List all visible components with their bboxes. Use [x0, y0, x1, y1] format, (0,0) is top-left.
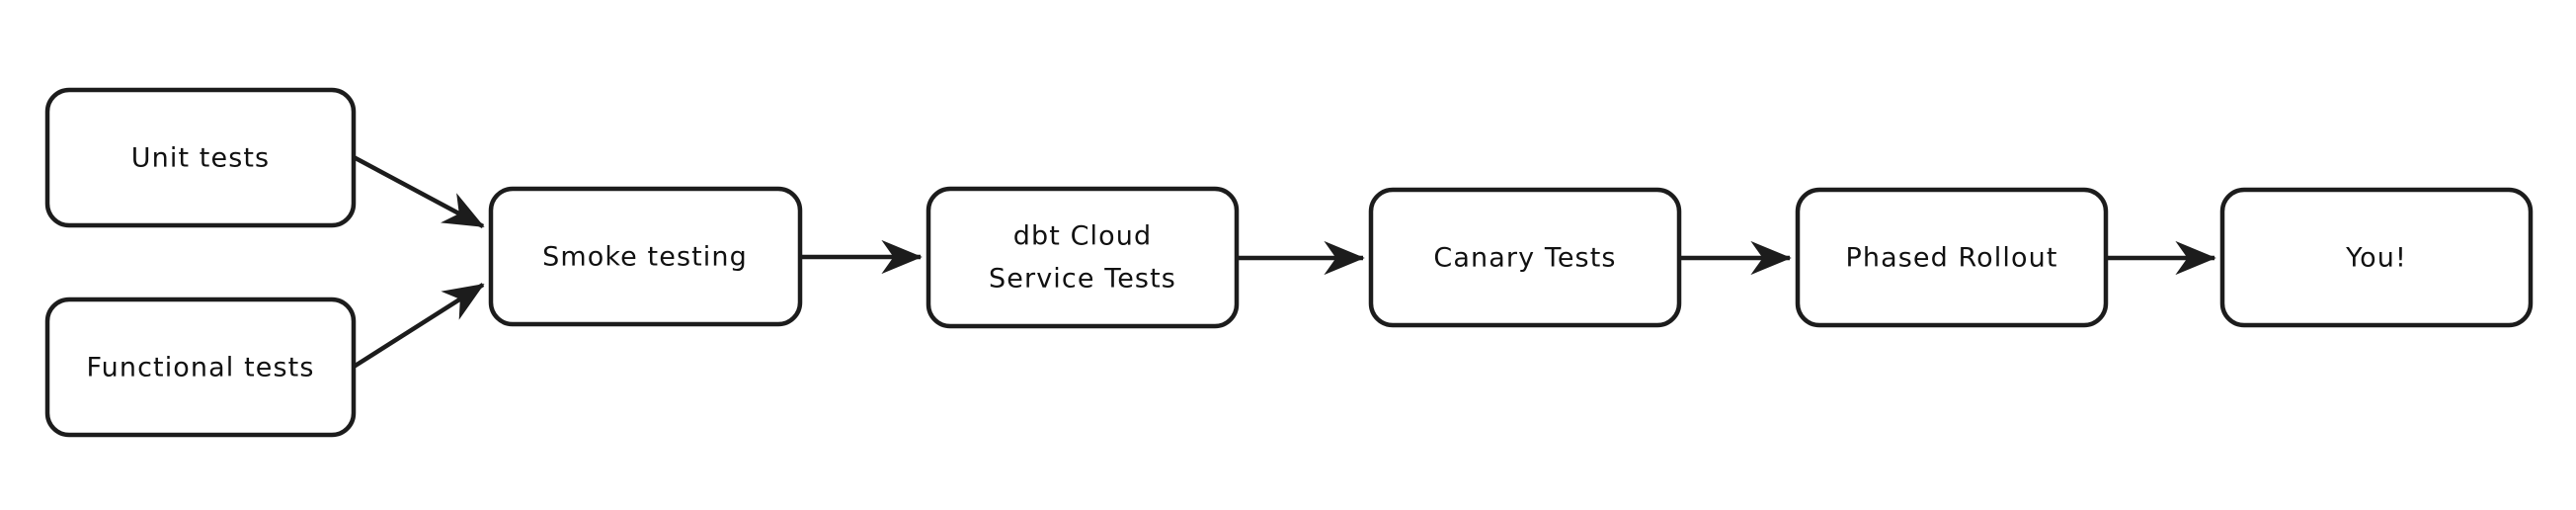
node-smoke-testing[interactable]: Smoke testing	[488, 186, 803, 327]
edge-layer	[352, 155, 2216, 369]
edge-unit-to-smoke	[352, 155, 485, 228]
node-unit-tests[interactable]: Unit tests	[44, 87, 357, 228]
node-canary-tests-label: Canary Tests	[1433, 243, 1616, 274]
node-smoke-testing-label: Smoke testing	[542, 242, 748, 273]
node-functional-tests-box[interactable]	[44, 297, 357, 438]
node-functional-tests[interactable]: Functional tests	[44, 297, 357, 438]
node-unit-tests-label: Unit tests	[131, 143, 270, 174]
node-phased-rollout-box[interactable]	[1795, 187, 2109, 328]
node-dbt-cloud-service-tests-label-line1: dbt Cloud	[1013, 221, 1152, 252]
node-you-box[interactable]	[2219, 187, 2534, 328]
node-canary-tests-box[interactable]	[1368, 187, 1682, 328]
node-smoke-testing-box[interactable]	[488, 186, 803, 327]
edge-functional-to-smoke	[352, 283, 485, 369]
node-you[interactable]: You!	[2219, 187, 2534, 328]
node-phased-rollout[interactable]: Phased Rollout	[1795, 187, 2109, 328]
node-dbt-cloud-service-tests[interactable]: dbt Cloud Service Tests	[926, 186, 1240, 329]
node-dbt-cloud-service-tests-box[interactable]	[926, 186, 1240, 329]
node-canary-tests[interactable]: Canary Tests	[1368, 187, 1682, 328]
node-dbt-cloud-service-tests-label-line2: Service Tests	[989, 264, 1176, 295]
node-functional-tests-label: Functional tests	[87, 353, 315, 383]
node-unit-tests-box[interactable]	[44, 87, 357, 228]
node-phased-rollout-label: Phased Rollout	[1845, 243, 2057, 274]
node-you-label: You!	[2345, 243, 2407, 274]
